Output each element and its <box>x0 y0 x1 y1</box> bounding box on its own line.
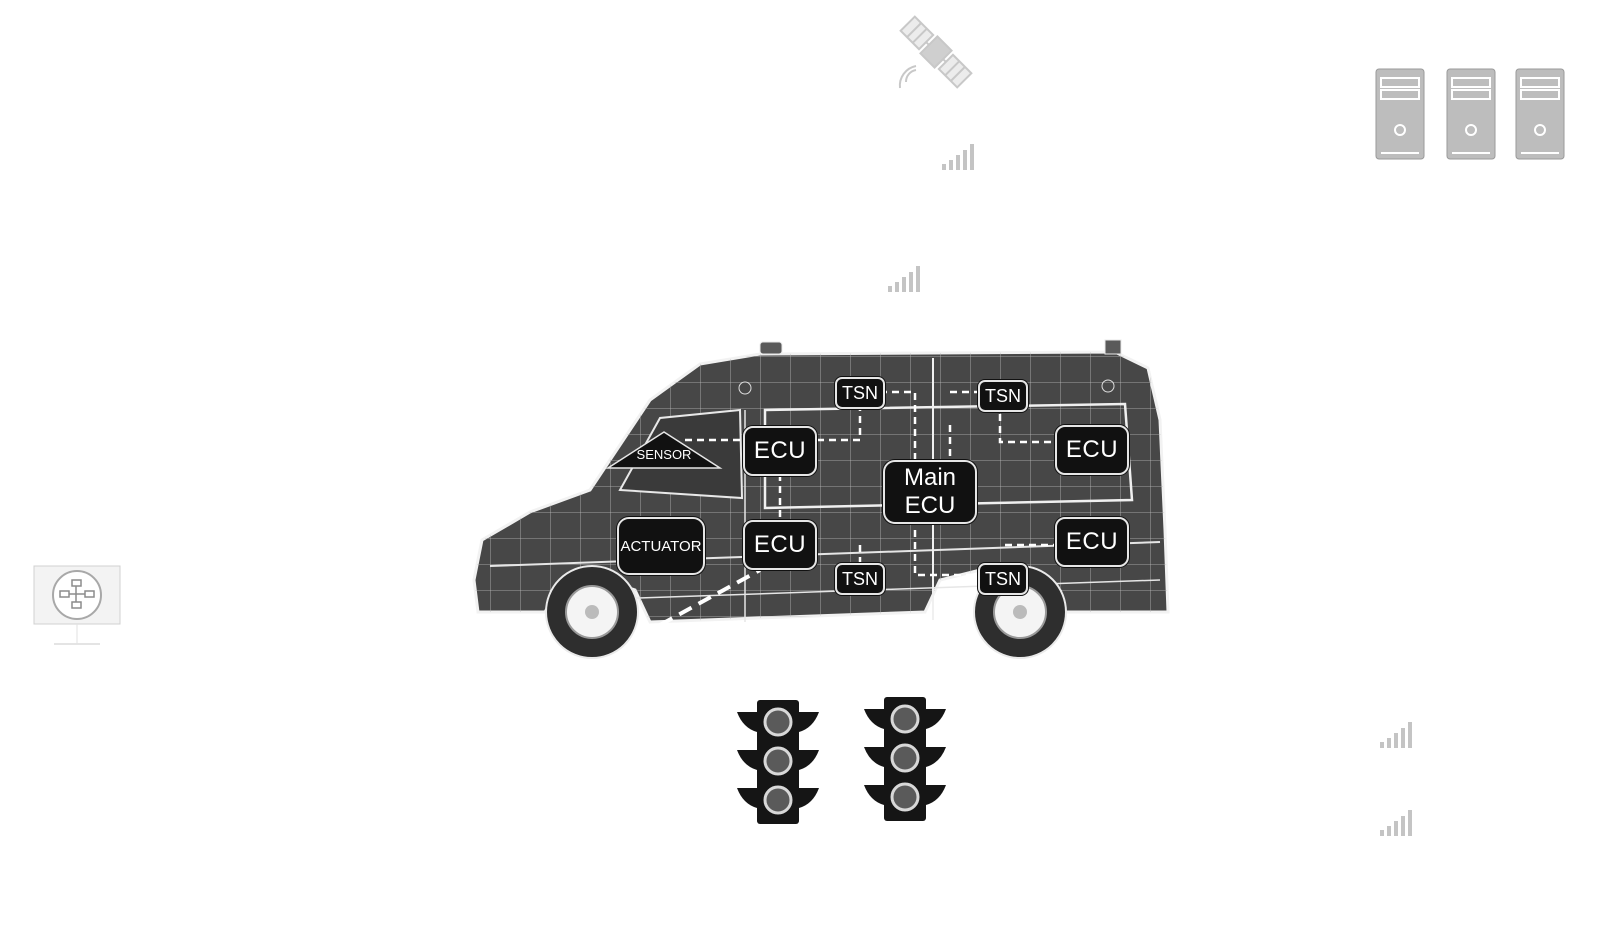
actuator-label: ACTUATOR <box>620 537 702 555</box>
server-tower-icon <box>1446 68 1496 160</box>
signal-bars-icon <box>1380 722 1412 748</box>
main-ecu-node: Main ECU <box>883 460 977 524</box>
tsn-switch-rear-upper: TSN <box>978 380 1028 412</box>
server-tower-icon <box>1375 68 1425 160</box>
sensor-triangle <box>605 431 723 469</box>
tsn-label: TSN <box>842 382 878 403</box>
server-tower-icon <box>1515 68 1565 160</box>
ecu-node-front-upper: ECU <box>743 426 817 476</box>
ecu-label: ECU <box>753 531 807 558</box>
front-wheel <box>545 565 639 659</box>
tsn-label: TSN <box>842 568 878 589</box>
tsn-label: TSN <box>985 385 1021 406</box>
tsn-label: TSN <box>985 568 1021 589</box>
ecu-node-rear-lower: ECU <box>1055 517 1129 567</box>
van-illustration <box>472 339 1170 659</box>
signal-bars-icon <box>1380 810 1412 836</box>
network-monitor-icon <box>33 565 121 645</box>
ecu-label: ECU <box>1065 436 1119 463</box>
traffic-light-icon <box>737 700 819 824</box>
tsn-switch-front-lower: TSN <box>835 563 885 595</box>
tsn-switch-rear-lower: TSN <box>978 563 1028 595</box>
tsn-switch-front-upper: TSN <box>835 377 885 409</box>
traffic-light-icon <box>864 697 946 821</box>
ecu-label: ECU <box>1065 528 1119 555</box>
ecu-node-front-lower: ECU <box>743 520 817 570</box>
signal-bars-icon <box>942 144 974 170</box>
signal-bars-icon <box>888 266 920 292</box>
sensor-label: SENSOR <box>636 447 692 462</box>
ecu-node-rear-upper: ECU <box>1055 425 1129 475</box>
ecu-label: ECU <box>753 437 807 464</box>
satellite-icon <box>898 15 973 89</box>
actuator-node: ACTUATOR <box>617 517 705 575</box>
main-ecu-label-line1: Main <box>903 464 957 491</box>
main-ecu-label-line2: ECU <box>904 492 956 519</box>
